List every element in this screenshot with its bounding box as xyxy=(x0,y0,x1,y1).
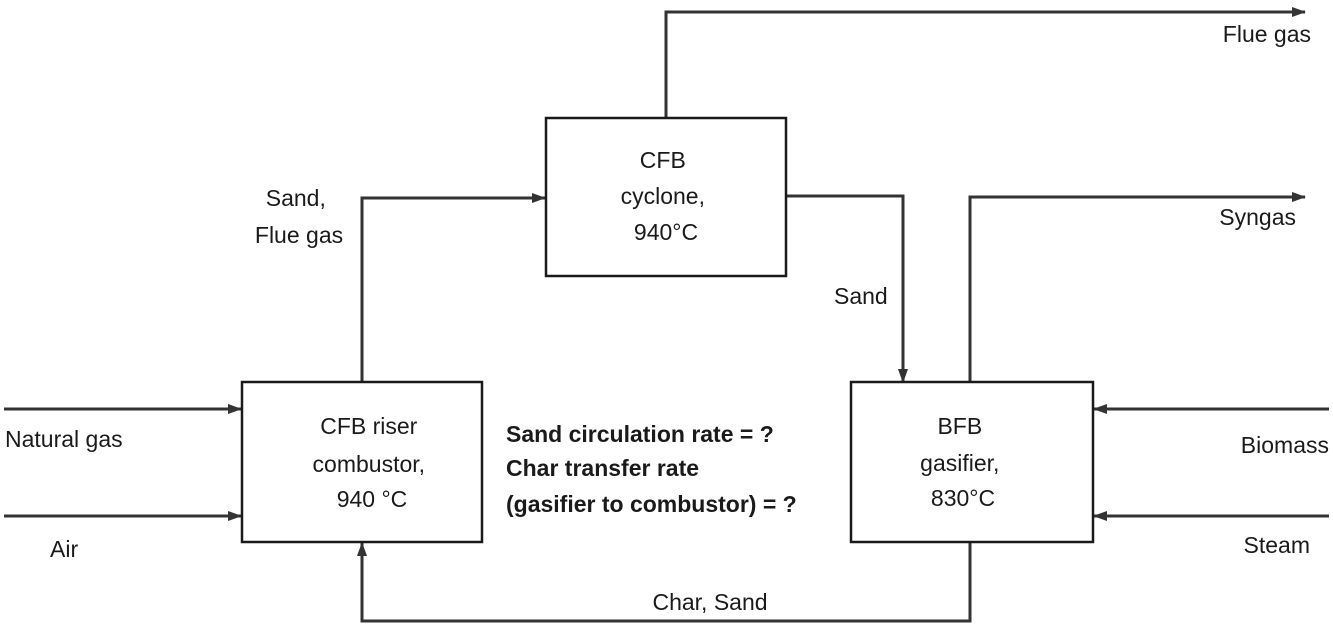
flue-gas-outlet-line xyxy=(664,7,1306,117)
syngas-label: Syngas xyxy=(1219,204,1296,230)
gasifier-label: BFB gasifier, 830°C xyxy=(920,413,1006,511)
biomass-label: Biomass xyxy=(1241,432,1329,458)
gasifier-unit: BFB gasifier, 830°C xyxy=(849,380,1095,544)
question-line-1: Sand circulation rate = ? xyxy=(506,421,774,447)
char-sand-return-line xyxy=(357,542,972,623)
combustor-label-line-2: combustor, xyxy=(313,451,426,477)
gasifier-label-line-3: 830°C xyxy=(931,485,995,511)
cyclone-unit: CFB cyclone, 940°C xyxy=(544,116,788,278)
natural-gas-label: Natural gas xyxy=(5,426,123,452)
combustor-label: CFB riser combustor, 940 °C xyxy=(313,413,432,512)
sand-flue-gas-label-line-2: Flue gas xyxy=(255,222,343,248)
question-text: Sand circulation rate = ? Char transfer … xyxy=(506,421,797,517)
cyclone-label-line-2: cyclone, xyxy=(621,183,705,209)
syngas-outlet-line xyxy=(968,192,1306,382)
sand-downcomer-line xyxy=(786,194,908,383)
air-label: Air xyxy=(50,536,78,562)
steam-label: Steam xyxy=(1244,532,1310,558)
combustor-label-line-3: 940 °C xyxy=(337,486,408,512)
flow-lines xyxy=(4,7,1329,623)
sand-flue-gas-label-line-1: Sand, xyxy=(266,185,326,211)
cyclone-label: CFB cyclone, 940°C xyxy=(621,147,712,245)
combustor-unit: CFB riser combustor, 940 °C xyxy=(240,380,484,544)
question-line-2: Char transfer rate xyxy=(506,455,699,481)
question-line-3: (gasifier to combustor) = ? xyxy=(506,491,797,517)
combustor-label-line-1: CFB riser xyxy=(320,413,417,439)
combustor-box xyxy=(240,380,484,544)
char-sand-label: Char, Sand xyxy=(652,589,767,615)
gasifier-label-line-1: BFB xyxy=(937,413,982,439)
cyclone-box xyxy=(544,116,788,278)
gasifier-label-line-2: gasifier, xyxy=(920,450,999,476)
gasifier-box xyxy=(849,380,1095,544)
sand-flue-gas-line xyxy=(360,193,546,382)
sand-down-label: Sand xyxy=(834,283,888,309)
cyclone-label-line-1: CFB xyxy=(640,147,686,173)
cyclone-label-line-3: 940°C xyxy=(634,219,698,245)
sand-flue-gas-label: Sand, Flue gas xyxy=(255,185,343,248)
flue-gas-out-label: Flue gas xyxy=(1223,21,1311,47)
